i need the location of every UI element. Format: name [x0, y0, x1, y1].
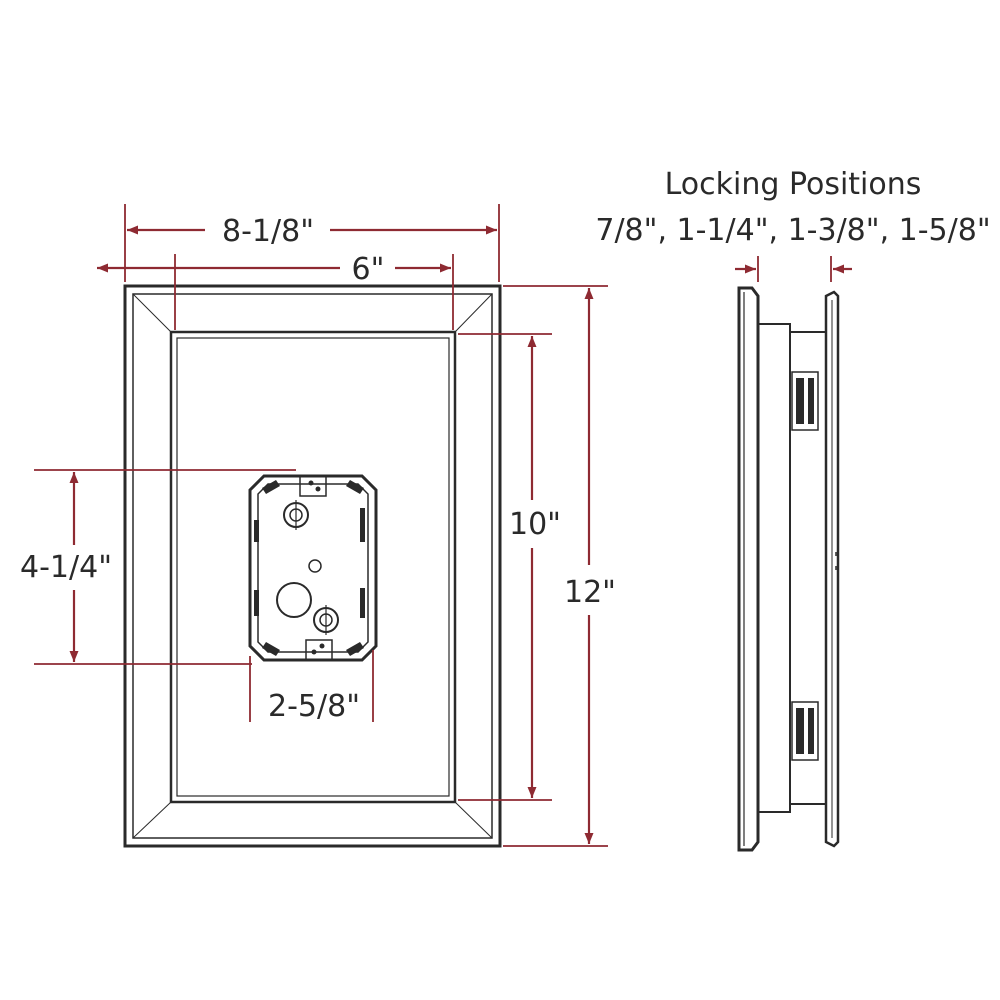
inner-panel: [169, 330, 457, 804]
front-view: [123, 284, 502, 848]
outer-width-label: 8-1/8": [222, 214, 314, 249]
side-view: [737, 286, 840, 852]
box-width-label: 2-5/8": [268, 689, 360, 724]
knockout-small-icon: [308, 559, 322, 573]
outer-height-label: 12": [564, 575, 616, 610]
locking-positions-values: 7/8", 1-1/4", 1-3/8", 1-5/8": [595, 213, 990, 248]
side-clip-top: [791, 371, 819, 431]
inner-width-label: 6": [352, 252, 385, 287]
side-flange: [737, 286, 760, 852]
inner-panel-bevel: [176, 337, 450, 797]
knockout-large-icon: [276, 582, 312, 618]
box-height-label: 4-1/4": [20, 550, 112, 585]
electrical-box: [248, 474, 378, 662]
outer-frame-bevel: [132, 293, 493, 839]
outer-frame: [123, 284, 502, 848]
locking-positions-title: Locking Positions: [665, 167, 922, 202]
inner-height-label: 10": [509, 507, 561, 542]
side-clip-bottom: [791, 701, 819, 761]
dimension-lines: [34, 204, 852, 847]
